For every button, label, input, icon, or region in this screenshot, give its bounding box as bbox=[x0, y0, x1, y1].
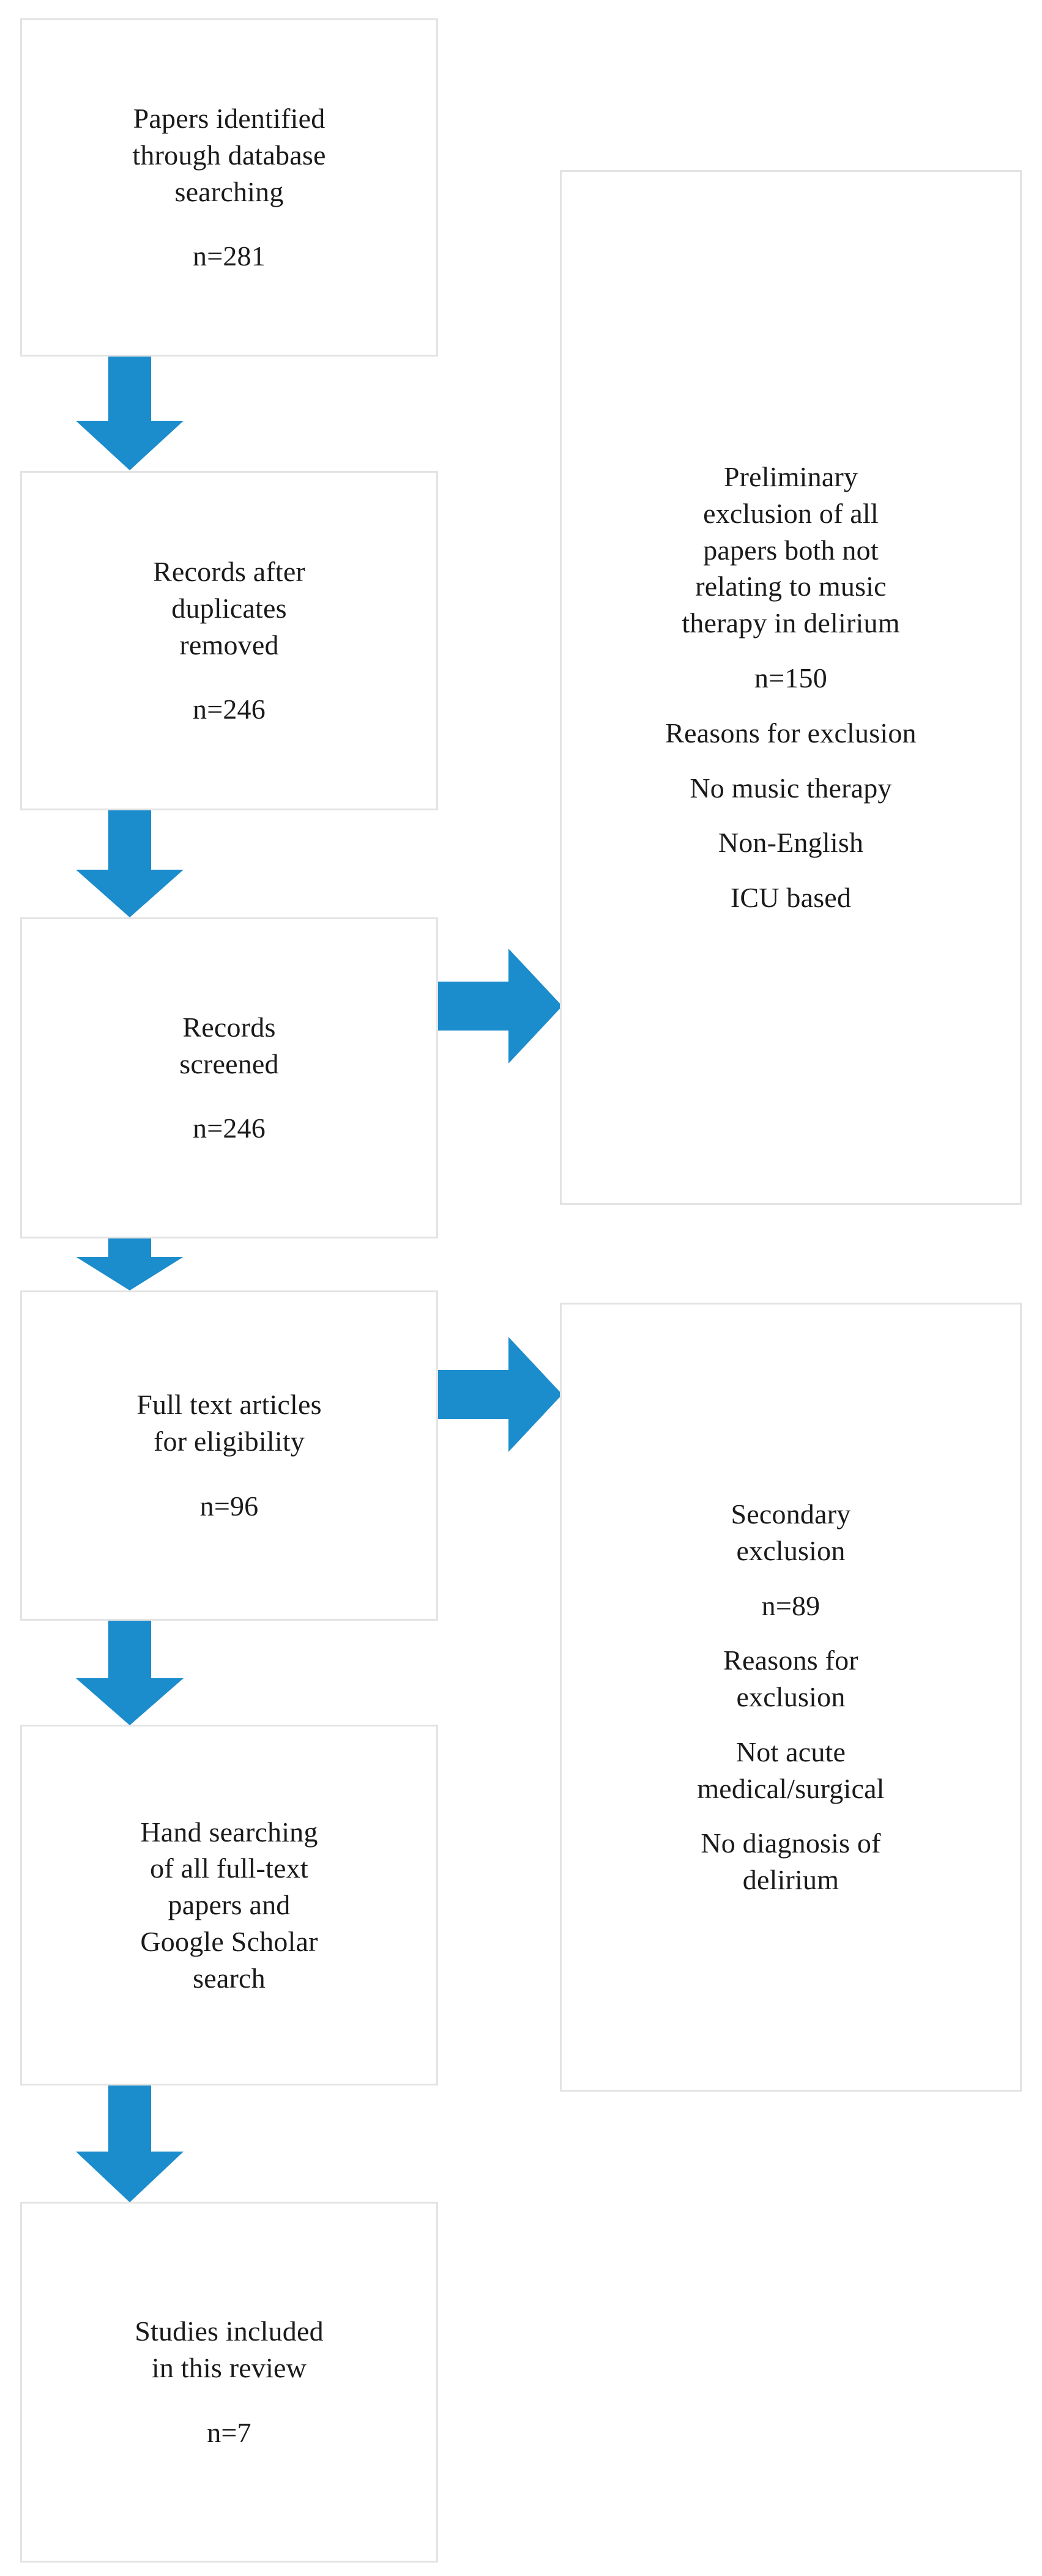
box-fulltext-eligibility-line1: Full text articles bbox=[136, 1389, 322, 1421]
box-secondary-exclusion: Secondary exclusion n=89 Reasons for exc… bbox=[560, 1303, 1022, 2092]
box-fulltext-eligibility-line2: for eligibility bbox=[153, 1426, 305, 1457]
box-hand-searching-line1: Hand searching bbox=[140, 1816, 318, 1848]
box-preliminary-exclusion: Preliminary exclusion of all papers both… bbox=[560, 170, 1022, 1205]
box-records-screened: Records screened n=246 bbox=[20, 917, 438, 1238]
box-preliminary-exclusion-line3: papers both not bbox=[703, 534, 879, 566]
box-records-after-duplicates-count: n=246 bbox=[193, 694, 266, 725]
box-preliminary-exclusion-line4: relating to music bbox=[695, 571, 887, 602]
box-secondary-exclusion-reason-2-line2: delirium bbox=[742, 1864, 839, 1896]
box-preliminary-exclusion-line1: Preliminary bbox=[723, 461, 858, 493]
arrow-down-handsearch-to-included bbox=[75, 2086, 185, 2203]
box-fulltext-eligibility-count: n=96 bbox=[199, 1490, 259, 1522]
spacer bbox=[562, 806, 1020, 824]
box-hand-searching-line2: of all full-text bbox=[150, 1852, 308, 1884]
box-secondary-exclusion-reason-2-line1: No diagnosis of bbox=[701, 1827, 881, 1859]
box-records-screened-line2: screened bbox=[179, 1048, 279, 1079]
box-preliminary-exclusion-reasons-header: Reasons for exclusion bbox=[665, 717, 917, 749]
spacer bbox=[562, 1624, 1020, 1642]
box-secondary-exclusion-line1: Secondary bbox=[731, 1498, 851, 1530]
box-records-after-duplicates: Records after duplicates removed n=246 bbox=[20, 471, 438, 810]
box-secondary-exclusion-reason-1-line2: medical/surgical bbox=[697, 1772, 885, 1804]
box-papers-identified: Papers identified through database searc… bbox=[20, 18, 438, 357]
box-secondary-exclusion-line2: exclusion bbox=[736, 1534, 846, 1566]
box-preliminary-exclusion-count: n=150 bbox=[754, 662, 827, 694]
arrow-down-duplicates-to-screened bbox=[75, 810, 185, 918]
spacer bbox=[22, 1460, 436, 1488]
box-studies-included-count: n=7 bbox=[207, 2416, 251, 2448]
arrow-right-screened-to-preliminary-exclusion bbox=[438, 945, 564, 1067]
spacer bbox=[562, 861, 1020, 879]
arrow-down-fulltext-to-handsearch bbox=[75, 1621, 185, 1726]
spacer bbox=[22, 663, 436, 691]
arrow-down-identified-to-duplicates bbox=[75, 357, 185, 471]
spacer bbox=[562, 642, 1020, 660]
box-hand-searching-line5: search bbox=[193, 1962, 266, 1994]
box-preliminary-exclusion-line2: exclusion of all bbox=[703, 497, 879, 529]
arrow-right-fulltext-to-secondary-exclusion bbox=[438, 1333, 564, 1456]
box-secondary-exclusion-reasons-header-line1: Reasons for bbox=[723, 1645, 858, 1676]
spacer bbox=[562, 752, 1020, 770]
box-records-screened-line1: Records bbox=[182, 1011, 276, 1043]
spacer bbox=[22, 2386, 436, 2415]
box-hand-searching-line3: papers and bbox=[168, 1889, 291, 1921]
box-papers-identified-line1: Papers identified bbox=[133, 102, 326, 134]
box-preliminary-exclusion-reason-2: Non-English bbox=[718, 827, 864, 859]
box-studies-included-line2: in this review bbox=[151, 2352, 307, 2384]
box-preliminary-exclusion-reason-3: ICU based bbox=[730, 882, 852, 914]
box-studies-included: Studies included in this review n=7 bbox=[20, 2202, 438, 2563]
box-papers-identified-line2: through database bbox=[132, 139, 326, 171]
box-records-after-duplicates-line1: Records after bbox=[152, 555, 306, 587]
spacer bbox=[562, 1569, 1020, 1588]
arrow-down-screened-to-fulltext bbox=[75, 1238, 185, 1291]
box-hand-searching-line4: Google Scholar bbox=[140, 1925, 318, 1957]
box-records-after-duplicates-line2: duplicates bbox=[171, 592, 287, 624]
box-papers-identified-line3: searching bbox=[174, 176, 284, 207]
box-secondary-exclusion-count: n=89 bbox=[761, 1590, 821, 1621]
box-preliminary-exclusion-reason-1: No music therapy bbox=[690, 772, 892, 804]
box-secondary-exclusion-reasons-header-line2: exclusion bbox=[736, 1681, 846, 1713]
spacer bbox=[562, 1807, 1020, 1825]
box-records-after-duplicates-line3: removed bbox=[179, 629, 279, 661]
spacer bbox=[562, 1715, 1020, 1734]
box-fulltext-eligibility: Full text articles for eligibility n=96 bbox=[20, 1290, 438, 1621]
box-records-screened-count: n=246 bbox=[193, 1112, 266, 1144]
spacer bbox=[22, 1082, 436, 1110]
box-studies-included-line1: Studies included bbox=[135, 2315, 324, 2347]
box-secondary-exclusion-reason-1-line1: Not acute bbox=[735, 1736, 846, 1767]
box-hand-searching: Hand searching of all full-text papers a… bbox=[20, 1725, 438, 2086]
spacer bbox=[562, 697, 1020, 715]
box-papers-identified-count: n=281 bbox=[193, 240, 266, 272]
box-preliminary-exclusion-line5: therapy in delirium bbox=[682, 607, 900, 639]
spacer bbox=[22, 210, 436, 238]
